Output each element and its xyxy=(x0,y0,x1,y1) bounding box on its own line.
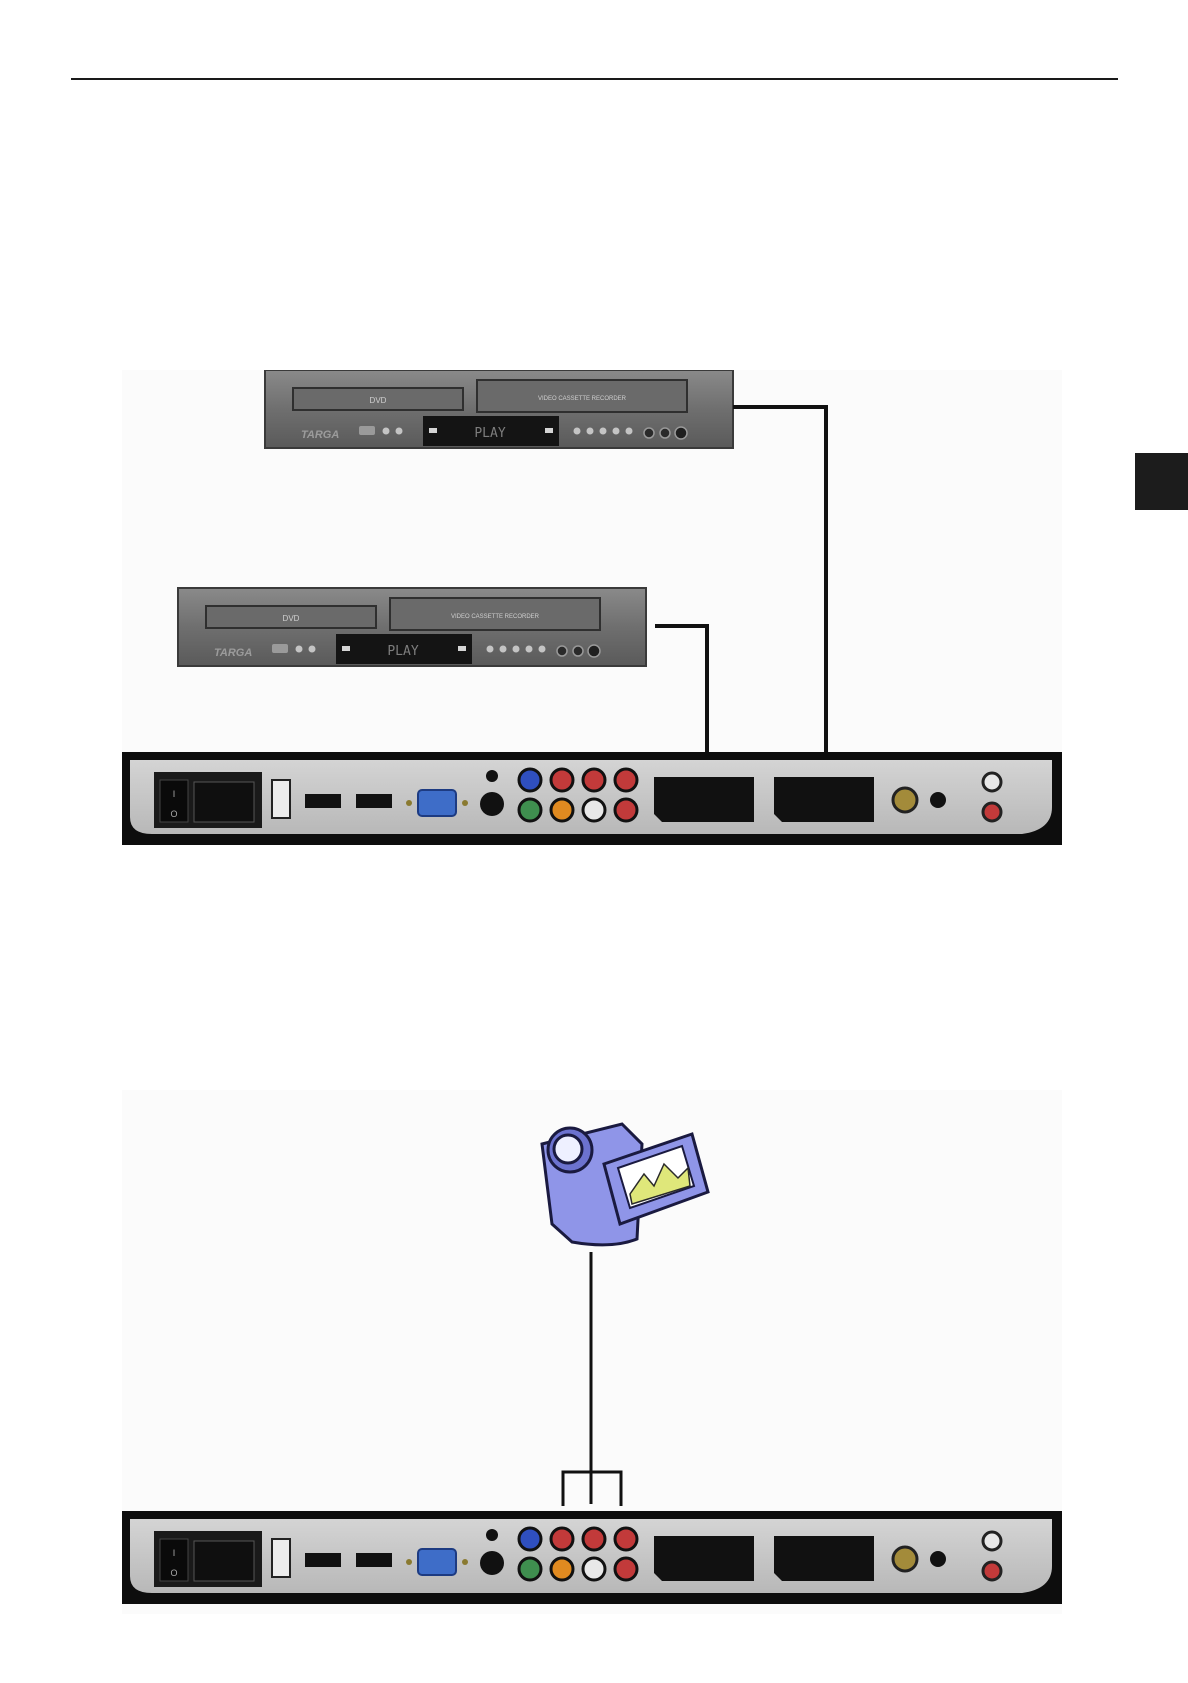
deck-label-upper: VIDEO CASSETTE RECORDER xyxy=(538,396,627,402)
tray-label-lower: DVD xyxy=(283,614,300,623)
tv-rear-panel-bottom: I O xyxy=(122,1511,1062,1604)
header-rule xyxy=(71,78,1118,80)
svg-text:O: O xyxy=(170,809,177,819)
dvd-vcr-player-upper: DVD VIDEO CASSETTE RECORDER TARGA PLAY xyxy=(265,370,733,448)
lcd-display-lower: PLAY xyxy=(387,644,418,659)
tv-rear-panel-top: I O xyxy=(122,752,1062,845)
svg-text:I: I xyxy=(173,789,176,799)
tray-label-upper: DVD xyxy=(370,396,387,405)
svg-text:O: O xyxy=(170,1568,177,1578)
camcorder-connection-diagram: I O xyxy=(122,1090,1062,1614)
section-tab-marker xyxy=(1135,453,1188,510)
scart-connection-figure: DVD VIDEO CASSETTE RECORDER TARGA PLAY D… xyxy=(122,370,1062,845)
camcorder-connection-figure: I O xyxy=(122,1090,1062,1614)
brand-logo-upper: TARGA xyxy=(301,429,339,441)
svg-text:I: I xyxy=(173,1548,176,1558)
brand-logo-lower: TARGA xyxy=(214,647,252,659)
deck-label-lower: VIDEO CASSETTE RECORDER xyxy=(451,614,540,620)
camcorder-icon xyxy=(542,1124,708,1245)
scart-connection-diagram: DVD VIDEO CASSETTE RECORDER TARGA PLAY D… xyxy=(122,370,1062,845)
scart-cable-upper xyxy=(733,407,826,806)
dvd-vcr-player-lower: DVD VIDEO CASSETTE RECORDER TARGA PLAY xyxy=(178,588,646,666)
lcd-display-upper: PLAY xyxy=(474,426,505,441)
